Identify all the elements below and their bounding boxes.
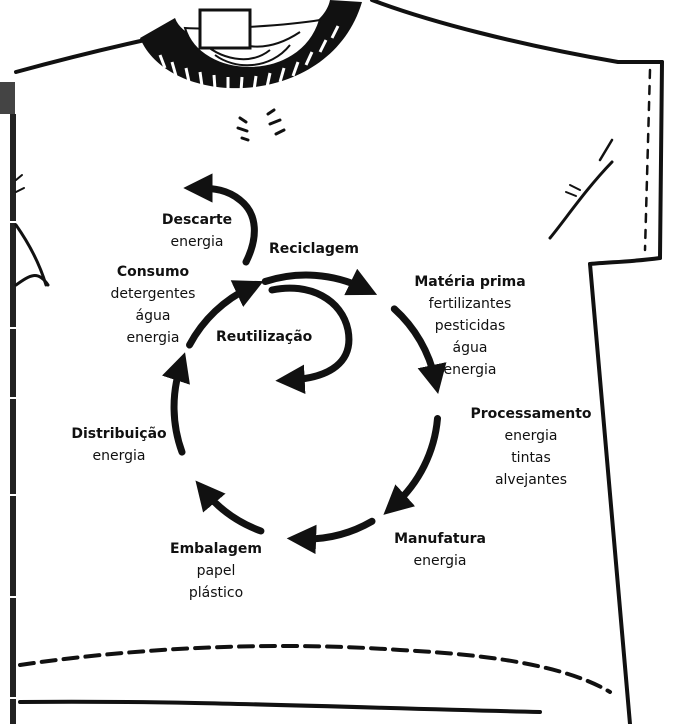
stage-title: Distribuição bbox=[56, 423, 182, 445]
arrow-processamento-to-manufatura bbox=[394, 419, 437, 506]
stage-input-item: energia bbox=[150, 231, 244, 253]
center-label-reutilizacao: Reutilização bbox=[216, 329, 312, 345]
stage-input-item: energia bbox=[408, 359, 532, 381]
stage-input-item: pesticidas bbox=[408, 315, 532, 337]
stage-input-item: energia bbox=[98, 327, 208, 349]
stage-title: Processamento bbox=[456, 403, 606, 425]
stage-input-item: água bbox=[98, 305, 208, 327]
stage-input-item: água bbox=[408, 337, 532, 359]
stage-title: Descarte bbox=[150, 209, 244, 231]
stage-input-item: fertilizantes bbox=[408, 293, 532, 315]
collar bbox=[140, 0, 362, 140]
stage-input-item: energia bbox=[456, 425, 606, 447]
arrow-embalagem-to-distribuicao bbox=[205, 492, 261, 531]
stage-label-reciclagem: Reciclagem bbox=[258, 238, 370, 260]
arrow-manufatura-to-embalagem bbox=[301, 521, 372, 539]
stage-input-item: papel bbox=[156, 560, 276, 582]
stage-input-item: alvejantes bbox=[456, 469, 606, 491]
left-edge-bar bbox=[0, 82, 16, 724]
stage-title: Manufatura bbox=[380, 528, 500, 550]
stage-input-item: energia bbox=[380, 550, 500, 572]
stage-title: Matéria prima bbox=[408, 271, 532, 293]
stage-title: Consumo bbox=[98, 261, 208, 283]
stage-input-item: plástico bbox=[156, 582, 276, 604]
stage-input-item: detergentes bbox=[98, 283, 208, 305]
stage-title: Reciclagem bbox=[258, 238, 370, 260]
stage-input-item: tintas bbox=[456, 447, 606, 469]
stage-title: Embalagem bbox=[156, 538, 276, 560]
stage-input-item: energia bbox=[56, 445, 182, 467]
